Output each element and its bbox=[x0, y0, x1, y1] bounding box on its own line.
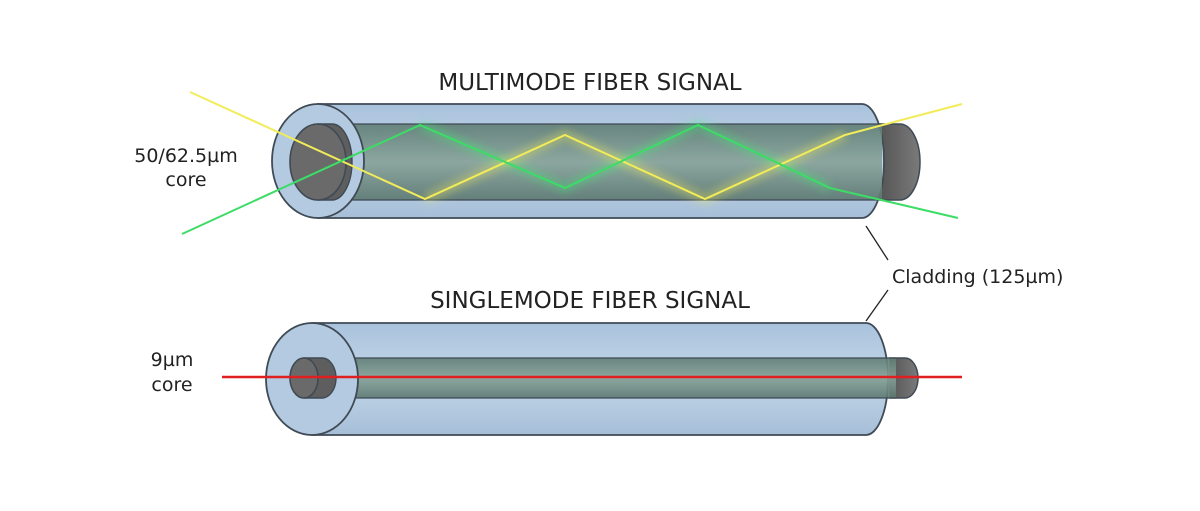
cladding-leader-line-bottom bbox=[865, 289, 889, 322]
multimode-fiber: MULTIMODE FIBER SIGNAL 50/62.5µm core bbox=[134, 70, 963, 235]
singlemode-title: SINGLEMODE FIBER SIGNAL bbox=[430, 288, 750, 314]
multimode-core-end bbox=[879, 123, 921, 201]
cladding-label: Cladding (125µm) bbox=[892, 266, 1063, 288]
singlemode-core-label-line2: core bbox=[151, 374, 192, 396]
multimode-green-ray bbox=[181, 123, 959, 235]
multimode-core-label-line1: 50/62.5µm bbox=[134, 145, 237, 167]
cladding-leader-line-top bbox=[865, 225, 889, 261]
multimode-yellow-ray bbox=[189, 91, 963, 201]
singlemode-fiber: SINGLEMODE FIBER SIGNAL 9µm core bbox=[151, 288, 962, 436]
cladding-callout: Cladding (125µm) bbox=[865, 225, 1063, 322]
multimode-core-label-line2: core bbox=[165, 169, 206, 191]
multimode-title: MULTIMODE FIBER SIGNAL bbox=[438, 70, 741, 96]
singlemode-core-label-line1: 9µm bbox=[151, 349, 194, 371]
